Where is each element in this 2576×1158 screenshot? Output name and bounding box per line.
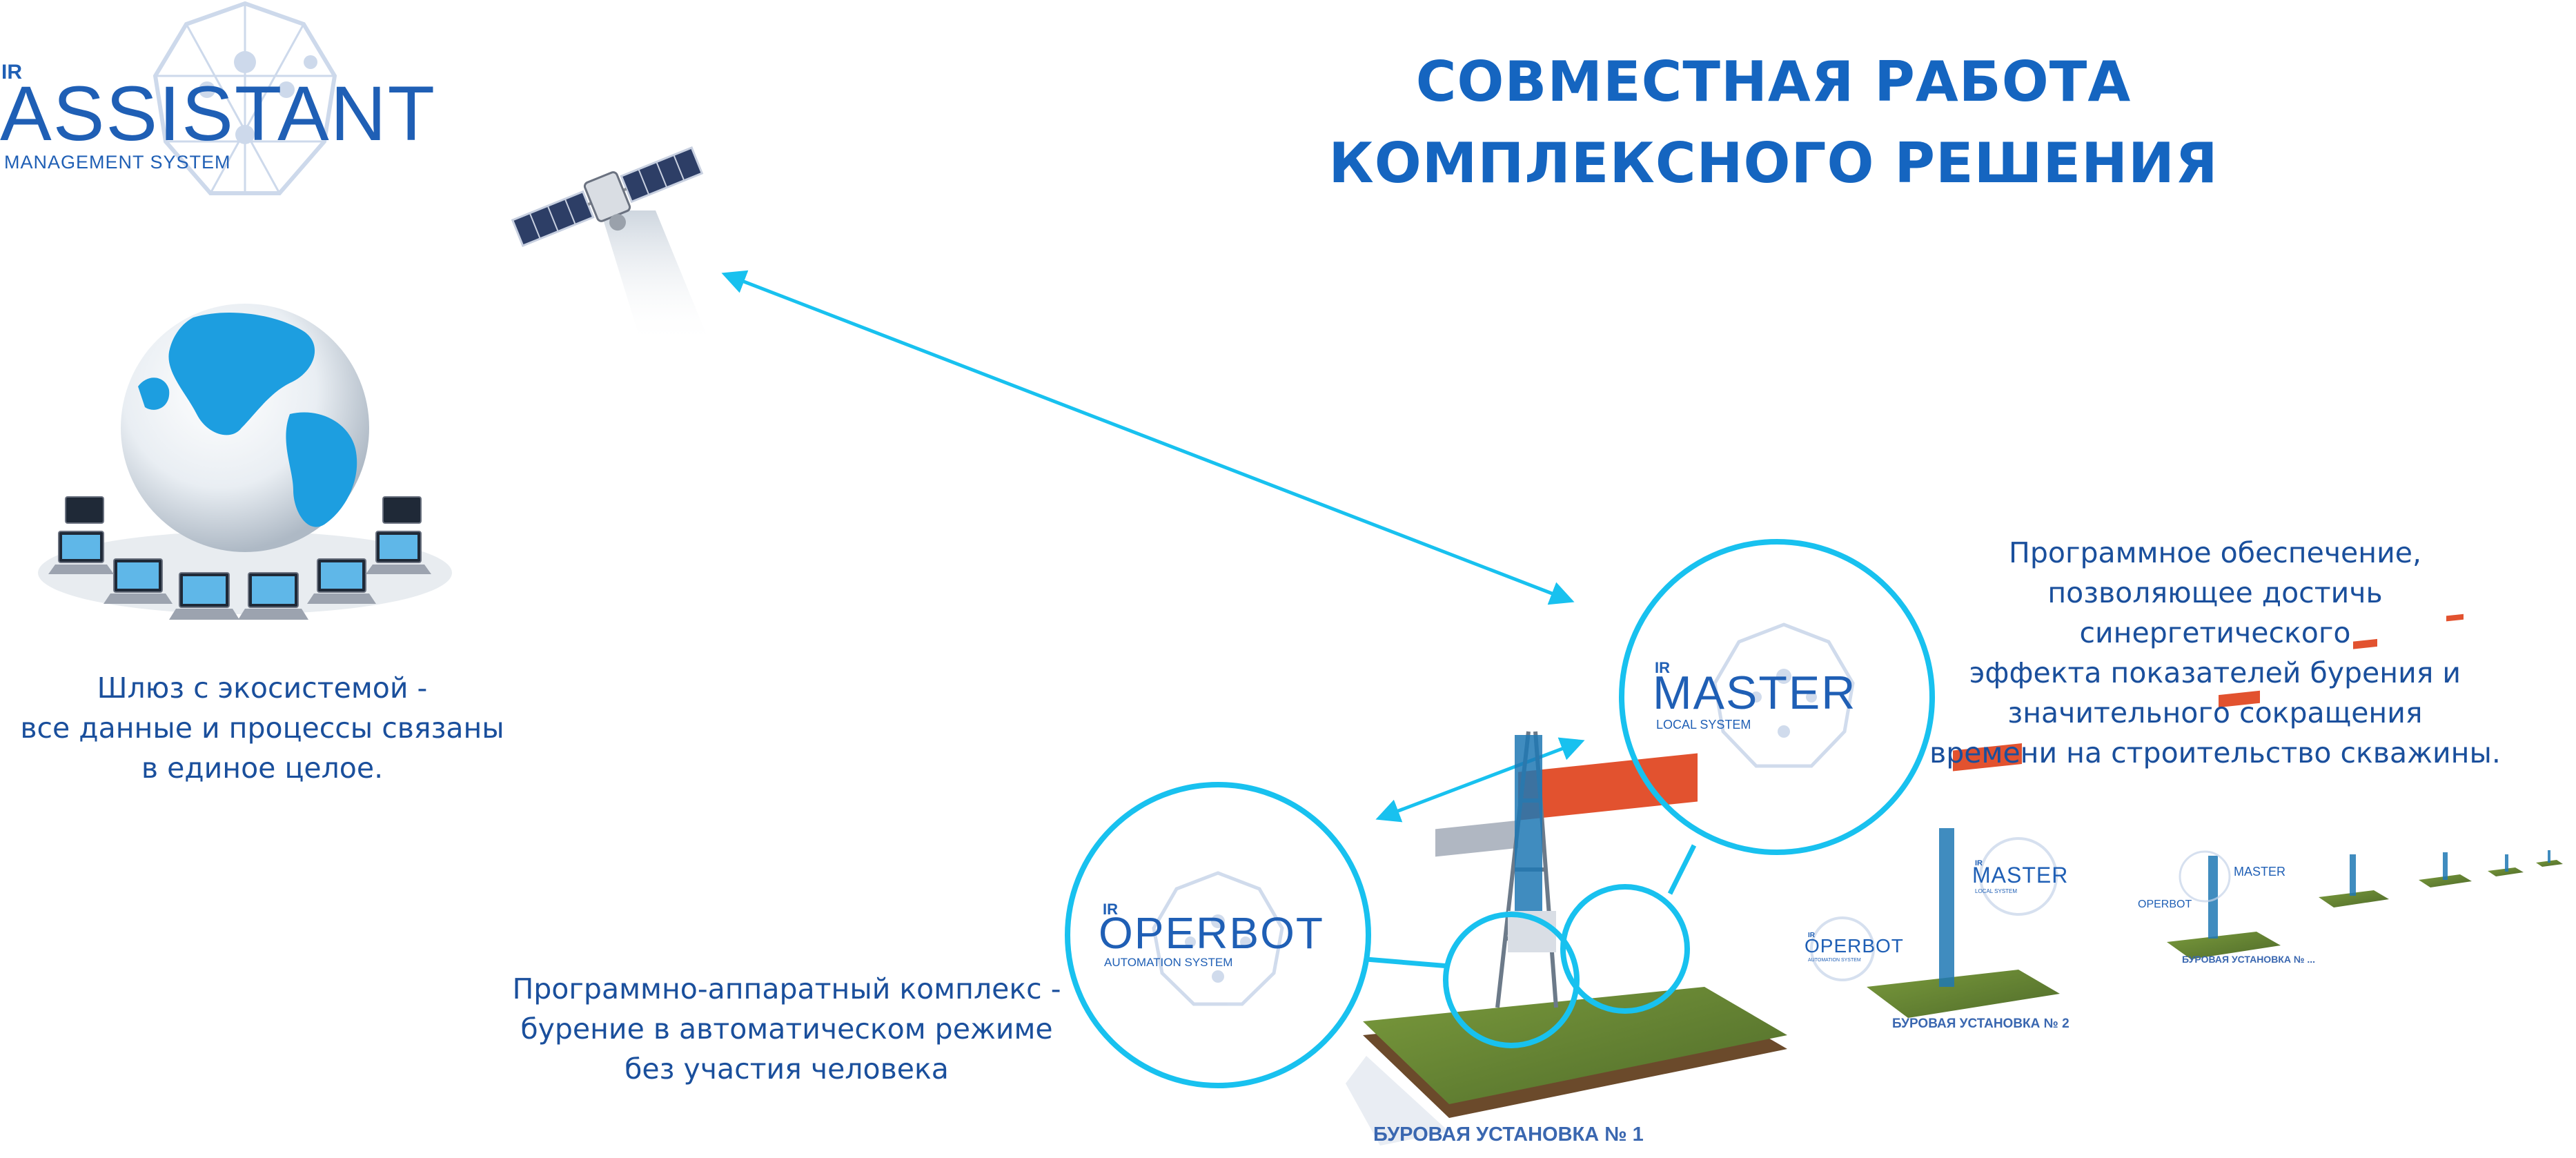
master-circle [1619,539,1935,855]
assistant-logo-name: ASSISTANT [0,70,437,157]
software-caption-line: эффекта показателей бурения и [1969,656,2461,689]
satellite-icon [511,146,711,345]
master-logo-name: MASTER [1653,667,1857,719]
gateway-caption-line: все данные и процессы связаны [20,712,504,745]
master-logo-tiny: MASTER [2234,865,2286,879]
assistant-logo-emblem [153,1,337,195]
software-caption-line: значительного сокращения [2007,696,2423,729]
gateway-caption-line: в единое целое. [141,752,384,785]
drilling-rig-icon [2319,638,2389,907]
drilling-rig-icon [2488,854,2524,876]
operbot-circle [1065,782,1371,1088]
globe-network-icon [38,304,452,620]
satellite-master-arrow [721,270,1575,605]
software-caption: Программное обеспечение, позволяющее дос… [1911,533,2519,773]
master-logo-small-name: MASTER [1972,863,2069,887]
rig-3-label: БУРОВАЯ УСТАНОВКА № ... [2182,954,2316,965]
title-line-2: КОМПЛЕКСНОГО РЕШЕНИЯ [1328,131,2219,195]
operbot-logo-small-subtitle: AUTOMATION SYSTEM [1808,958,1861,963]
software-caption-line: времени на строительство скважины. [1929,736,2501,769]
operbot-logo-emblem [1152,871,1284,1006]
operbot-logo-small-prefix: IR [1808,932,1815,939]
master-logo-subtitle: LOCAL SYSTEM [1656,718,1751,732]
drilling-rig-icon [2536,850,2563,867]
assistant-logo-subtitle: MANAGEMENT SYSTEM [4,152,231,173]
title-line-1: СОВМЕСТНАЯ РАБОТА [1415,50,2132,114]
operbot-logo-prefix: IR [1103,901,1118,918]
master-logo-emblem [1713,622,1855,768]
rig-zoom-circle-1 [1443,912,1580,1048]
rig-1-label: БУРОВАЯ УСТАНОВКА № 1 [1373,1123,1644,1146]
master-logo-small-prefix: IR [1975,859,1983,867]
operbot-logo-name: OPERBOT [1099,908,1324,958]
rig-zoom-circle-2 [1560,884,1690,1014]
connection-arrows [721,270,1585,823]
master-logo-small-subtitle: LOCAL SYSTEM [1975,888,2018,894]
page-title: СОВМЕСТНАЯ РАБОТА КОМПЛЕКСНОГО РЕШЕНИЯ [1284,41,2263,204]
software-caption-line: Программное обеспечение, [2009,536,2421,569]
drilling-rig-icon [1810,743,2060,1018]
drilling-rig-icon [2167,690,2281,959]
gateway-caption-line: Шлюз с экосистемой - [97,671,428,705]
operbot-logo-small-name: OPERBOT [1805,935,1904,956]
gateway-caption: Шлюз с экосистемой - все данные и процес… [14,668,511,788]
hardware-caption-line: бурение в автоматическом режиме [520,1012,1053,1046]
drilling-rig-icon [2419,614,2472,887]
hardware-caption-line: Программно-аппаратный комплекс - [512,972,1061,1005]
operbot-logo-tiny: OPERBOT [2138,899,2192,910]
software-caption-line: позволяющее достичь синергетического [2047,576,2383,649]
operbot-master-arrow [1375,737,1585,823]
operbot-logo-subtitle: AUTOMATION SYSTEM [1104,956,1233,969]
master-logo-prefix: IR [1655,659,1670,676]
assistant-logo-prefix: IR [1,61,22,84]
rig-2-label: БУРОВАЯ УСТАНОВКА № 2 [1892,1017,2069,1031]
hardware-caption: Программно-аппаратный комплекс - бурение… [511,969,1063,1089]
hardware-caption-line: без участия человека [625,1052,949,1086]
